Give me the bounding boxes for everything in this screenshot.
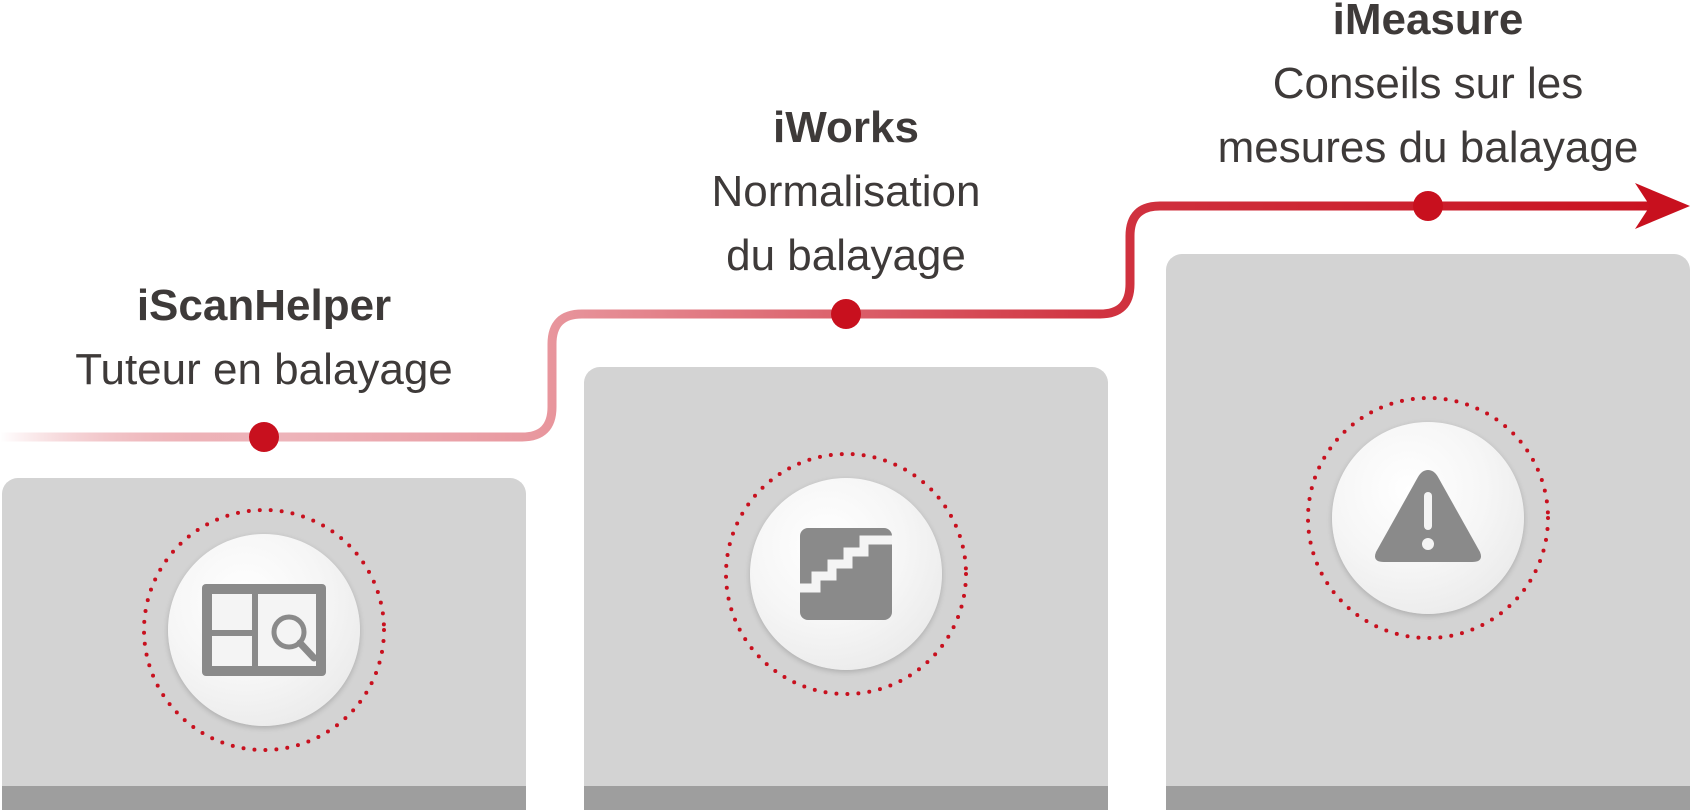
block-base [2,786,526,810]
warning-triangle-icon [1375,470,1481,562]
step-description: Conseils sur les mesures du balayage [1217,59,1639,172]
step-block-iworks [584,367,1108,810]
step-name: iMeasure [1332,0,1524,44]
step-name: iScanHelper [136,281,392,330]
step-block-iscanhelper [2,478,526,810]
scan-magnifier-icon [202,584,326,676]
step-block-imeasure [1166,254,1690,810]
step-marker-iworks [831,299,861,329]
iworks-icon-badge [724,452,968,696]
step-marker-imeasure [1413,191,1443,221]
step-label-iscanhelper: iScanHelper Tuteur en balayage [14,274,514,402]
dotted-ring [1306,396,1550,640]
arrowhead-icon [1635,183,1690,229]
dotted-ring [724,452,968,696]
dotted-ring [142,508,386,752]
step-label-iworks: iWorks Normalisation du balayage [596,96,1096,288]
staircase-icon [800,528,892,620]
step-description: Tuteur en balayage [75,345,453,394]
step-label-imeasure: iMeasure Conseils sur les mesures du bal… [1168,0,1688,180]
block-base [584,786,1108,810]
step-description: Normalisation du balayage [711,167,981,280]
imeasure-icon-badge [1306,396,1550,640]
step-marker-iscanhelper [249,422,279,452]
step-name: iWorks [773,103,919,152]
iscanhelper-icon-badge [142,508,386,752]
block-base [1166,786,1690,810]
